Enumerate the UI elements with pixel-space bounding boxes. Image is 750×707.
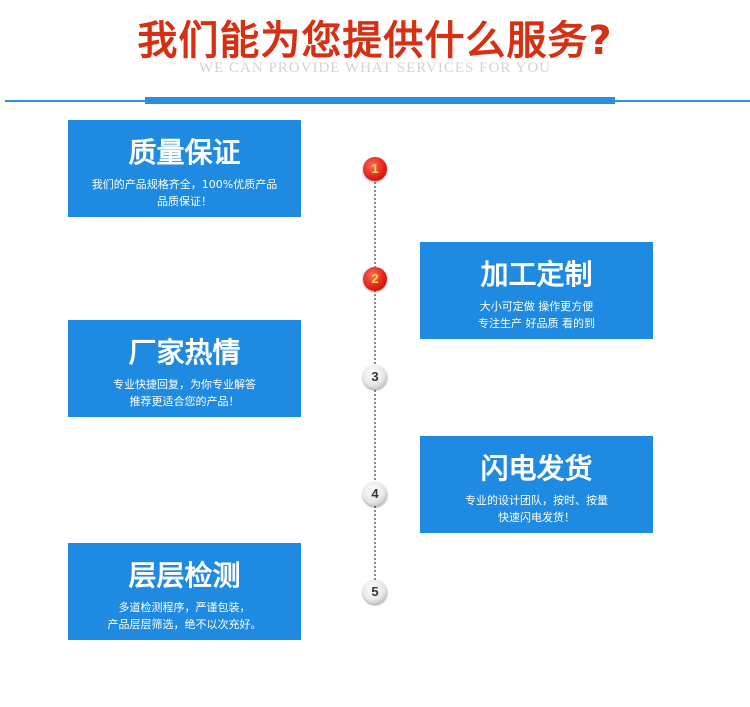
- step-marker-5: 5: [363, 580, 387, 604]
- card-title: 闪电发货: [480, 452, 593, 485]
- card-desc-line: 快速闪电发货！: [498, 511, 575, 524]
- service-card-customization: 加工定制 大小可定做 操作更方便 专注生产 好品质 看的到: [420, 242, 653, 339]
- card-description: 我们的产品规格齐全，100%优质产品 品质保证！: [68, 176, 301, 210]
- card-desc-line: 品质保证！: [157, 195, 212, 208]
- step-marker-3: 3: [363, 365, 387, 389]
- card-desc-line: 专注生产 好品质 看的到: [478, 317, 595, 330]
- card-desc-line: 多道检测程序，严谨包装，: [118, 601, 251, 614]
- service-card-quality: 质量保证 我们的产品规格齐全，100%优质产品 品质保证！: [68, 120, 301, 217]
- card-description: 多道检测程序，严谨包装， 产品层层筛选，绝不以次充好。: [68, 599, 301, 633]
- card-desc-line: 我们的产品规格齐全，100%优质产品: [91, 178, 278, 191]
- page-title: 我们能为您提供什么服务?: [137, 18, 613, 64]
- service-card-shipping: 闪电发货 专业的设计团队，按时、按量 快速闪电发货！: [420, 436, 653, 533]
- divider-accent-bar: [145, 97, 615, 104]
- card-title: 层层检测: [128, 559, 241, 592]
- card-desc-line: 推荐更适合您的产品！: [129, 395, 240, 408]
- card-desc-line: 专业快捷回复，为你专业解答: [113, 378, 256, 391]
- card-title: 加工定制: [480, 258, 593, 291]
- card-title: 厂家热情: [128, 336, 241, 369]
- step-marker-2: 2: [363, 267, 387, 291]
- service-card-factory: 厂家热情 专业快捷回复，为你专业解答 推荐更适合您的产品！: [68, 320, 301, 417]
- page-subtitle: WE CAN PROVIDE WHAT SERVICES FOR YOU: [198, 60, 552, 76]
- card-description: 专业的设计团队，按时、按量 快速闪电发货！: [420, 492, 653, 526]
- card-desc-line: 大小可定做 操作更方便: [479, 300, 594, 313]
- card-description: 大小可定做 操作更方便 专注生产 好品质 看的到: [420, 298, 653, 332]
- step-marker-4: 4: [363, 482, 387, 506]
- card-title: 质量保证: [128, 136, 241, 169]
- card-desc-line: 专业的设计团队，按时、按量: [465, 494, 608, 507]
- card-desc-line: 产品层层筛选，绝不以次充好。: [107, 618, 262, 631]
- step-marker-1: 1: [363, 157, 387, 181]
- service-card-inspection: 层层检测 多道检测程序，严谨包装， 产品层层筛选，绝不以次充好。: [68, 543, 301, 640]
- card-description: 专业快捷回复，为你专业解答 推荐更适合您的产品！: [68, 376, 301, 410]
